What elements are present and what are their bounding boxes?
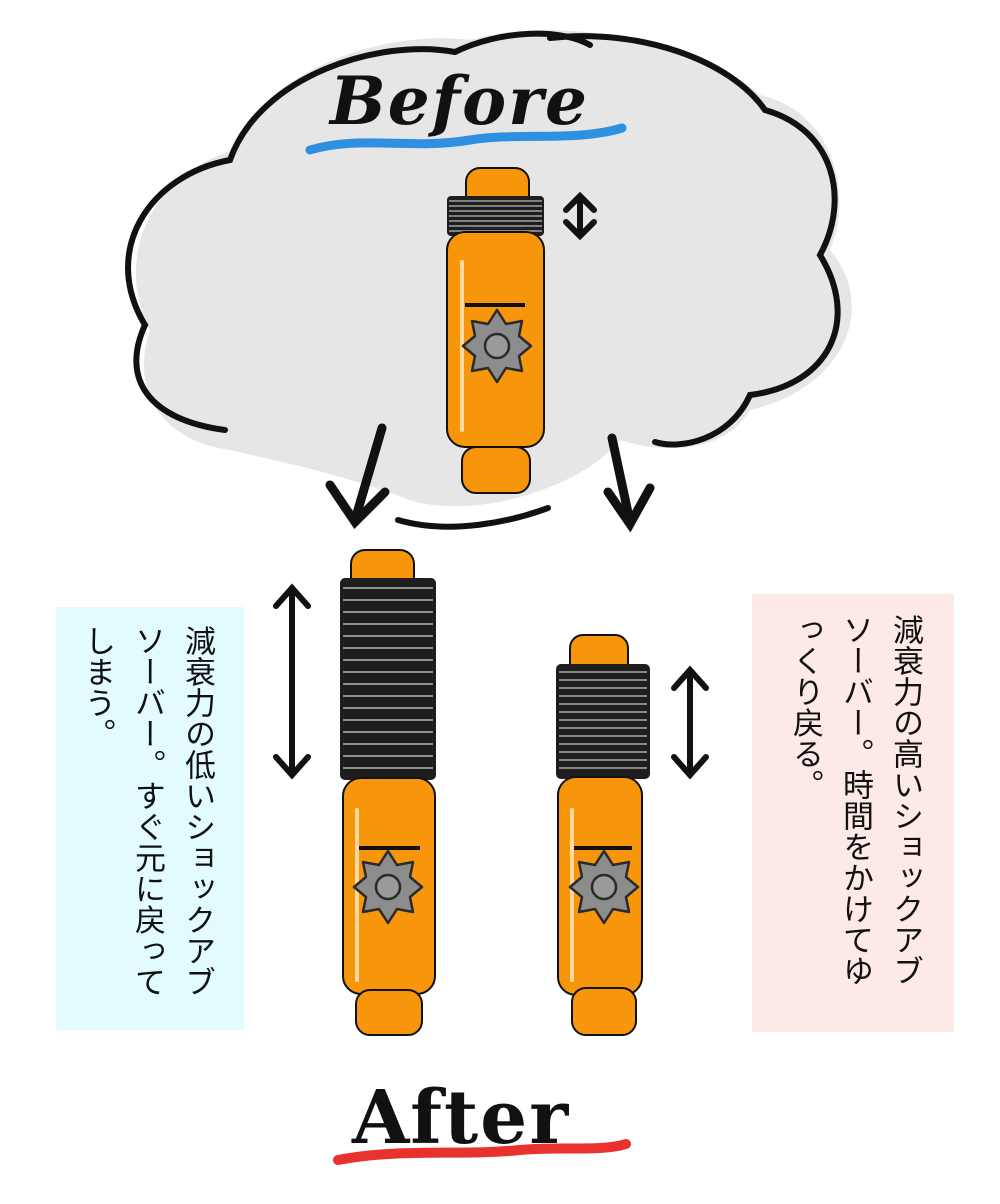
- shock-absorber-before: [446, 167, 545, 494]
- before-underline: [305, 123, 627, 155]
- gear-icon: [352, 849, 424, 925]
- compression-arrow-low-damping: [273, 583, 311, 780]
- gear-icon: [568, 849, 640, 925]
- compression-arrow-before: [563, 191, 597, 241]
- cloud-outline-right: [547, 33, 841, 448]
- cloud-outline-bottom: [395, 505, 551, 530]
- note-low-damping: 減衰力の低いショックアブソーバー。すぐ元に戻ってしまう。: [56, 607, 244, 1030]
- shock-absorber-low-damping: [340, 549, 436, 1036]
- compression-arrow-high-damping: [671, 665, 709, 780]
- after-underline: [333, 1139, 631, 1165]
- down-arrow-right: [603, 433, 655, 533]
- shock-absorber-high-damping: [556, 634, 650, 1036]
- down-arrow-left: [325, 423, 390, 530]
- cloud-outline-left: [125, 30, 593, 433]
- title-before: Before: [330, 62, 589, 140]
- title-after: After: [352, 1075, 571, 1161]
- gear-icon: [461, 308, 533, 384]
- note-high-damping: 減衰力の高いショックアブソーバー。時間をかけてゆっくり戻る。: [752, 594, 954, 1032]
